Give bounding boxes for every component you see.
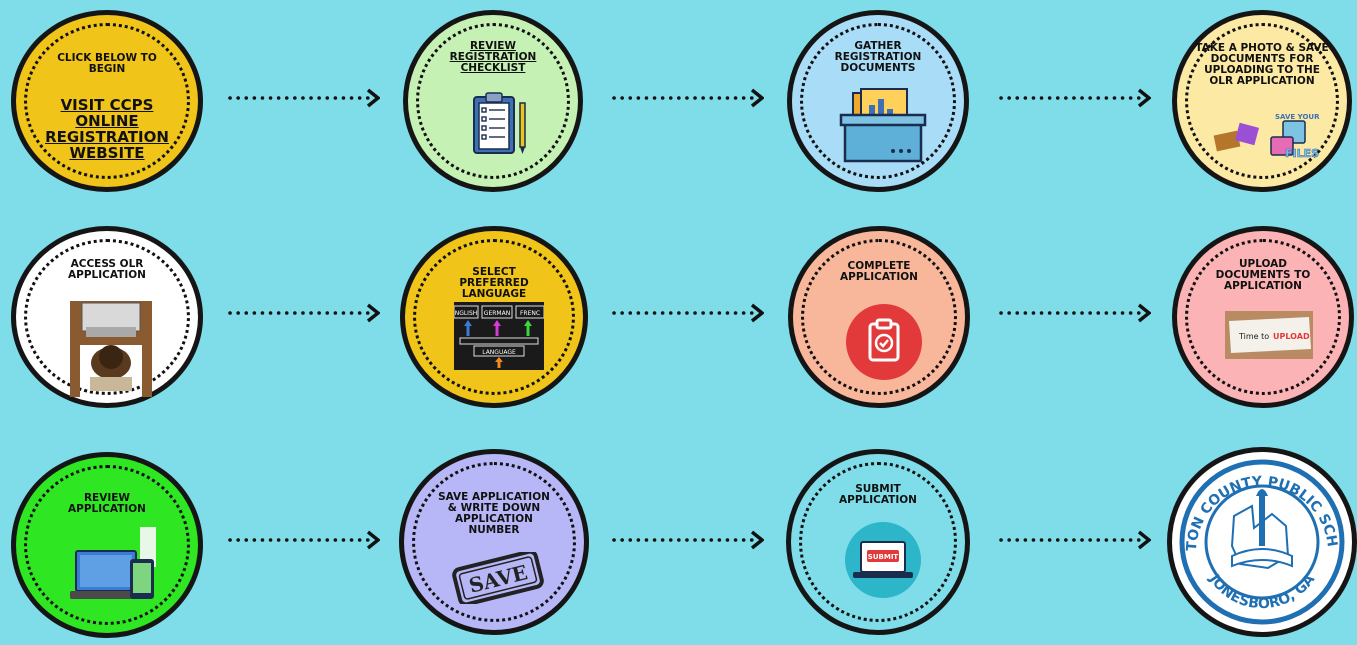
submit-button-text: SUBMIT (868, 553, 899, 561)
step-save-application: SAVE APPLICATION & WRITE DOWN APPLICATIO… (399, 449, 589, 635)
files-text: FILES (1285, 147, 1319, 160)
flow-arrow (228, 303, 380, 323)
laptop-submit-icon: SUBMIT (845, 522, 921, 598)
step-access-olr: ACCESS OLR APPLICATION (11, 226, 203, 408)
language-german-text: GERMAN (484, 310, 510, 317)
time-to-text: Time to (1238, 332, 1269, 341)
upload-text: UPLOAD (1273, 332, 1310, 341)
language-english-text: NGLISH (455, 310, 478, 317)
step-upload-documents: UPLOAD DOCUMENTS TO APPLICATION Time to … (1172, 226, 1354, 408)
step-submit-application-label: SUBMIT APPLICATION (839, 483, 917, 506)
flow-arrow (999, 530, 1151, 550)
clipboard-check-icon (846, 304, 922, 380)
step-gather-documents: GATHER REGISTRATION DOCUMENTS (787, 10, 969, 192)
step-complete-application: COMPLETE APPLICATION (788, 226, 970, 408)
step-gather-documents-label: GATHER REGISTRATION DOCUMENTS (834, 40, 922, 74)
step-visit-website[interactable]: CLICK BELOW TO BEGIN VISIT CCPS ONLINE R… (11, 10, 203, 192)
language-french-text: FRENC (520, 310, 540, 317)
flow-arrow (228, 530, 380, 550)
step-submit-application: SUBMIT APPLICATION SUBMIT (786, 449, 970, 635)
document-box-icon (839, 88, 927, 163)
step-photo-documents: TAKE A PHOTO & SAVE DOCUMENTS FOR UPLOAD… (1172, 10, 1352, 192)
language-options-icon: NGLISH GERMAN FRENC LANGUAGE (454, 302, 544, 370)
time-to-upload-icon: Time to UPLOAD (1225, 311, 1313, 359)
language-label-text: LANGUAGE (482, 349, 516, 356)
save-your-files-icon: SAVE YOUR FILES (1213, 113, 1320, 160)
visit-ccps-website-link[interactable]: VISIT CCPS ONLINE REGISTRATION WEBSITE (45, 96, 169, 162)
save-your-text: SAVE YOUR (1275, 113, 1320, 121)
step-review-application: REVIEW APPLICATION (11, 452, 203, 638)
step-select-language: SELECT PREFERRED LANGUAGE NGLISH GERMAN … (400, 226, 588, 408)
clayton-county-seal-icon: CLAYTON COUNTY PUBLIC SCHOOLS JONESBORO,… (1176, 456, 1345, 625)
flow-arrow (612, 530, 764, 550)
step-review-checklist-label: REVIEW REGISTRATION CHECKLIST (449, 40, 537, 74)
clipboard-checklist-icon (473, 92, 526, 154)
flow-arrow (999, 88, 1151, 108)
flow-arrow (612, 88, 764, 108)
step-complete-application-label: COMPLETE APPLICATION (840, 260, 918, 283)
step-save-application-label: SAVE APPLICATION & WRITE DOWN APPLICATIO… (438, 491, 550, 536)
step-visit-website-intro: CLICK BELOW TO BEGIN (57, 52, 157, 75)
flow-arrow (999, 303, 1151, 323)
step-select-language-label: SELECT PREFERRED LANGUAGE (459, 266, 529, 300)
save-stamp-icon: SAVE (452, 552, 544, 604)
step-review-checklist: REVIEW REGISTRATION CHECKLIST (403, 10, 583, 192)
step-upload-documents-label: UPLOAD DOCUMENTS TO APPLICATION (1215, 258, 1311, 292)
step-access-olr-label: ACCESS OLR APPLICATION (68, 258, 146, 281)
person-at-laptop-icon (70, 301, 152, 397)
flow-arrow (228, 88, 380, 108)
flow-arrow (612, 303, 764, 323)
step-photo-documents-label: TAKE A PHOTO & SAVE DOCUMENTS FOR UPLOAD… (1195, 42, 1329, 87)
step-review-application-label: REVIEW APPLICATION (68, 492, 146, 515)
step-ccps-logo: CLAYTON COUNTY PUBLIC SCHOOLS JONESBORO,… (1167, 447, 1357, 637)
laptop-and-phone-icon (70, 527, 156, 599)
